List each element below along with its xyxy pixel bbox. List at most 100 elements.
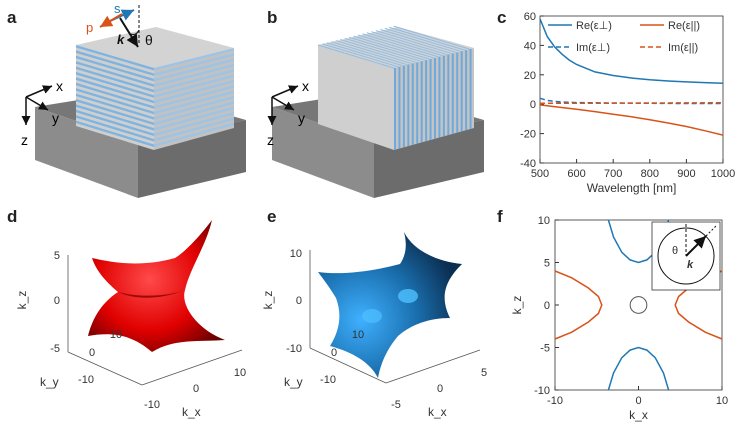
y-tick-label: -5 [540,343,550,355]
layer-stripe [425,59,428,142]
surface-highlight-1 [398,289,418,303]
top-layer-edge [322,43,399,68]
legend-label: Im(ε||) [668,42,698,54]
layer-stripe [154,122,234,147]
layer-stripe [154,58,234,82]
axis-label-z-b: z [267,132,274,148]
cube-top [76,27,234,68]
y-axis-label: k_y [284,375,303,389]
y-tick-label: 5 [544,258,550,270]
k-vector-arrow [119,17,139,48]
panel-label-a: a [7,8,17,27]
y-tick-label: -10 [320,374,336,386]
y-axis-label: k_y [40,375,59,389]
z-tick-label: 0 [296,295,302,307]
layer-stripe [154,101,234,126]
x-axis-label: k_x [428,405,447,419]
layer-stripe [154,69,234,93]
layer-stripe [429,58,432,141]
top-layer-edge [335,40,412,65]
layer-stripe [154,96,234,120]
z-tick-label: -5 [50,343,60,355]
layer-stripe [76,82,154,109]
layer-stripe [154,117,234,142]
plot-frame [539,15,724,164]
label-k: k [117,32,125,47]
z-tick-label: 0 [54,295,60,307]
y-tick-label: 60 [524,11,536,23]
layer-stripe [76,109,154,137]
iso-frequency-curve [554,270,603,340]
substrate-left [35,107,138,198]
x-tick-label: 600 [567,168,585,180]
panel-label-f: f [497,207,503,226]
layer-stripe [76,99,154,126]
x-tick-label: 700 [604,168,622,180]
layer-stripe [76,115,154,142]
layer-stripe [154,48,234,71]
top-layer-edge [348,36,426,61]
x-tick-label: 10 [716,395,728,407]
cube-right-face-layers [154,48,234,147]
axis-label-z-a: z [21,132,28,148]
layer-stripe [76,120,154,147]
x-tick-label: 1000 [711,168,735,180]
cube-right-face-layers-b [317,25,474,150]
series-line [539,18,724,84]
z-tick-label: -10 [286,343,302,355]
axis-label-x-a: x [56,78,63,94]
series-line [539,97,723,105]
layer-stripe [76,88,154,115]
x-tick-label: 0 [193,383,199,395]
panel-label-c: c [497,8,507,27]
layer-stripe [76,66,154,93]
layer-stripe [76,77,154,104]
top-layer-edge [380,28,457,53]
y-axis-label: k_z [510,296,524,315]
x-tick-label: 900 [677,168,695,180]
layer-stripe [154,53,234,76]
z-axis-label: k_z [261,291,275,310]
cube-left-face-b [318,45,394,150]
top-layer-edge [344,37,421,62]
label-s: s [114,1,121,16]
series-line [540,101,724,105]
legend-label: Im(ε⊥) [576,42,610,54]
layer-stripe [76,45,154,71]
x-tick-label: 5 [481,367,487,379]
substrate-left-b [272,107,374,198]
layer-stripe [407,64,410,147]
x-tick-label: 800 [641,168,659,180]
axes-triad-a [21,85,53,125]
layer-stripe [76,50,154,76]
top-layer-edge [340,38,417,63]
y-tick-label: 10 [352,329,364,341]
layer-stripe [438,56,441,138]
layer-stripe [469,48,472,130]
top-layer-edge [357,34,435,59]
y-tick-label: 0 [544,300,550,312]
z-axis-label: k_z [15,291,29,310]
legend-label: Re(ε||) [668,20,700,32]
top-layer-edge [317,44,395,69]
layer-stripe [76,93,154,120]
y-tick-label: -10 [78,374,94,386]
x-tick-label: 0 [635,395,641,407]
y-tick-label: 40 [524,40,536,52]
y-tick-label: 10 [110,329,122,341]
layer-stripe [465,49,468,131]
layer-stripe [456,51,459,133]
layer-stripe [154,90,234,115]
layer-stripe [154,80,234,104]
panel-a-illustration: s p k θ x y z [21,1,246,198]
x-tick-label: -10 [144,399,160,411]
z-tick-label: 5 [54,250,60,262]
axes-box-e [309,250,481,384]
y-tick-label: -10 [534,385,550,397]
series-line [539,104,724,136]
layer-stripe [154,85,234,109]
